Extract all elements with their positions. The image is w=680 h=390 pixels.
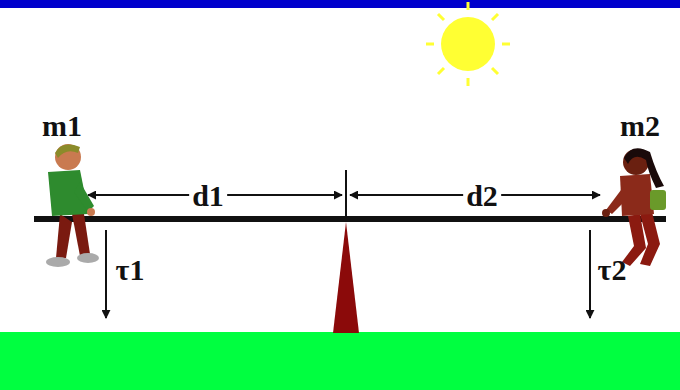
torque-arrow (589, 230, 591, 318)
torque-label: τ1 (113, 255, 148, 285)
center-tick (345, 170, 347, 218)
ground (0, 332, 680, 390)
torque-arrow (105, 230, 107, 318)
torque-label: τ2 (595, 255, 630, 285)
top-bar (0, 0, 680, 8)
mass-label: m2 (617, 111, 663, 141)
boy-figure (46, 144, 99, 267)
seesaw-beam (34, 216, 666, 222)
distance-label: d1 (189, 181, 227, 211)
distance-label: d2 (463, 181, 501, 211)
fulcrum (333, 222, 359, 333)
sun (426, 2, 510, 86)
mass-label: m1 (39, 111, 85, 141)
girl-figure (602, 148, 666, 266)
